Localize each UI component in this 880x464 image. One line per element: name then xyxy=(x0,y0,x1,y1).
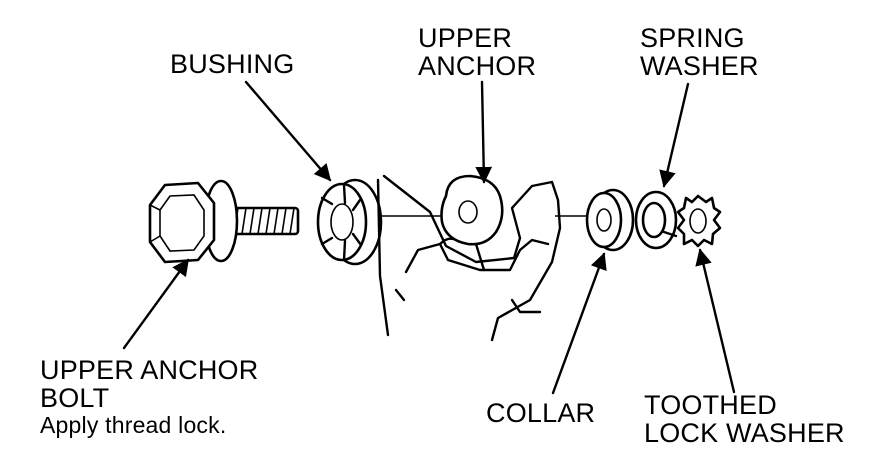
bushing-arrow xyxy=(244,80,332,182)
upper-anchor-label: UPPER ANCHOR xyxy=(418,24,536,80)
collar-label: COLLAR xyxy=(486,398,596,428)
upper-anchor-bolt xyxy=(148,179,300,264)
thread-lock-note: Apply thread lock. xyxy=(40,412,227,438)
spring-washer xyxy=(634,190,678,250)
upper-anchor-arrow xyxy=(475,80,493,184)
upper-anchor-bolt-label-line-2: BOLT xyxy=(40,383,110,413)
upper-anchor-label-line-2: ANCHOR xyxy=(418,51,537,81)
upper-anchor xyxy=(440,174,504,272)
upper-anchor-label-line-1: UPPER xyxy=(418,23,513,53)
bolt-arrow xyxy=(122,258,190,350)
upper-anchor-bolt-label-line-1: UPPER ANCHOR xyxy=(40,355,259,385)
toothed-lock-washer-label: TOOTHED LOCK WASHER xyxy=(644,391,845,447)
leader-arrows xyxy=(122,80,736,395)
spring-washer-arrow xyxy=(659,82,690,188)
spring-washer-label-line-2: WASHER xyxy=(640,51,759,81)
toothed-lock-washer xyxy=(676,194,722,248)
collar-arrow xyxy=(551,252,607,395)
spring-washer-label: SPRING WASHER xyxy=(640,24,759,80)
collar xyxy=(585,188,635,252)
spring-washer-label-line-1: SPRING xyxy=(640,23,745,53)
bushing-label: BUSHING xyxy=(170,49,295,79)
lock-washer-arrow xyxy=(695,248,736,394)
toothed-lock-washer-label-line-1: TOOTHED xyxy=(644,390,777,420)
bushing xyxy=(316,178,383,266)
toothed-lock-washer-label-line-2: LOCK WASHER xyxy=(644,418,845,448)
upper-anchor-bolt-label: UPPER ANCHOR BOLT Apply thread lock. xyxy=(40,356,258,438)
